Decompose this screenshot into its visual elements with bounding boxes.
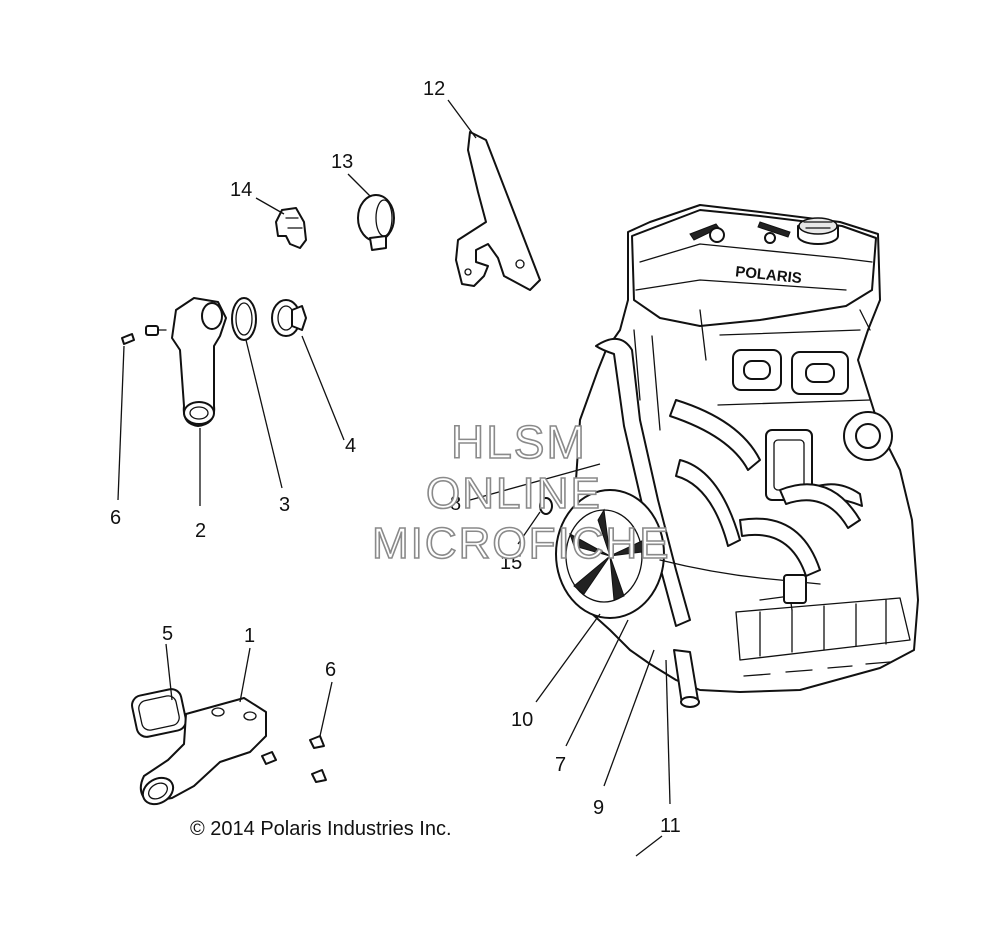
watermark-line-3: MICROFICHE xyxy=(372,519,671,568)
callout-4: 4 xyxy=(345,435,356,457)
part-6-bolts-upper xyxy=(121,325,167,345)
oil-fill-cap xyxy=(797,217,839,245)
copyright-notice: © 2014 Polaris Industries Inc. xyxy=(190,818,452,840)
part-2-thermostat-housing xyxy=(171,297,227,427)
callout-15: 15 xyxy=(500,552,522,574)
callout-9: 9 xyxy=(593,797,604,819)
clutch-cover xyxy=(555,489,665,619)
engine-assembly: POLARIS xyxy=(555,204,919,708)
watermark: HLSM ONLINE MICROFICHE xyxy=(371,415,671,569)
part-5-gasket xyxy=(131,688,187,738)
callout-13: 13 xyxy=(331,151,353,173)
callout-2: 2 xyxy=(195,520,206,542)
callout-5: 5 xyxy=(162,623,173,645)
part-6-bolts-lower xyxy=(261,735,327,783)
callout-14: 14 xyxy=(230,179,252,201)
callout-10: 10 xyxy=(511,709,533,731)
callout-6-upper: 6 xyxy=(110,507,121,529)
part-3-oring xyxy=(231,297,257,341)
callout-1: 1 xyxy=(244,625,255,647)
watermark-line-2: ONLINE xyxy=(426,469,602,518)
coolant-hoses xyxy=(595,338,861,627)
watermark-line-1: HLSM xyxy=(451,416,587,468)
part-15-washer xyxy=(539,497,553,515)
callout-3: 3 xyxy=(279,494,290,516)
callout-7: 7 xyxy=(555,754,566,776)
part-14-clip xyxy=(275,207,307,249)
callout-11: 11 xyxy=(660,815,681,837)
callout-labels: 12 13 14 4 3 2 6 8 15 5 1 6 10 7 9 11 xyxy=(110,78,681,837)
callout-12: 12 xyxy=(423,78,445,100)
callout-6-lower: 6 xyxy=(325,659,336,681)
part-1-water-outlet xyxy=(139,697,267,806)
part-4-thermostat xyxy=(271,299,307,337)
exhaust-ports xyxy=(717,329,871,406)
leader-lines xyxy=(117,99,671,857)
crankcase xyxy=(735,597,911,677)
callout-8: 8 xyxy=(450,493,461,515)
valve-cover-lettering: POLARIS xyxy=(734,263,802,287)
part-12-bracket xyxy=(455,131,541,291)
part-13-clamp xyxy=(357,194,395,251)
